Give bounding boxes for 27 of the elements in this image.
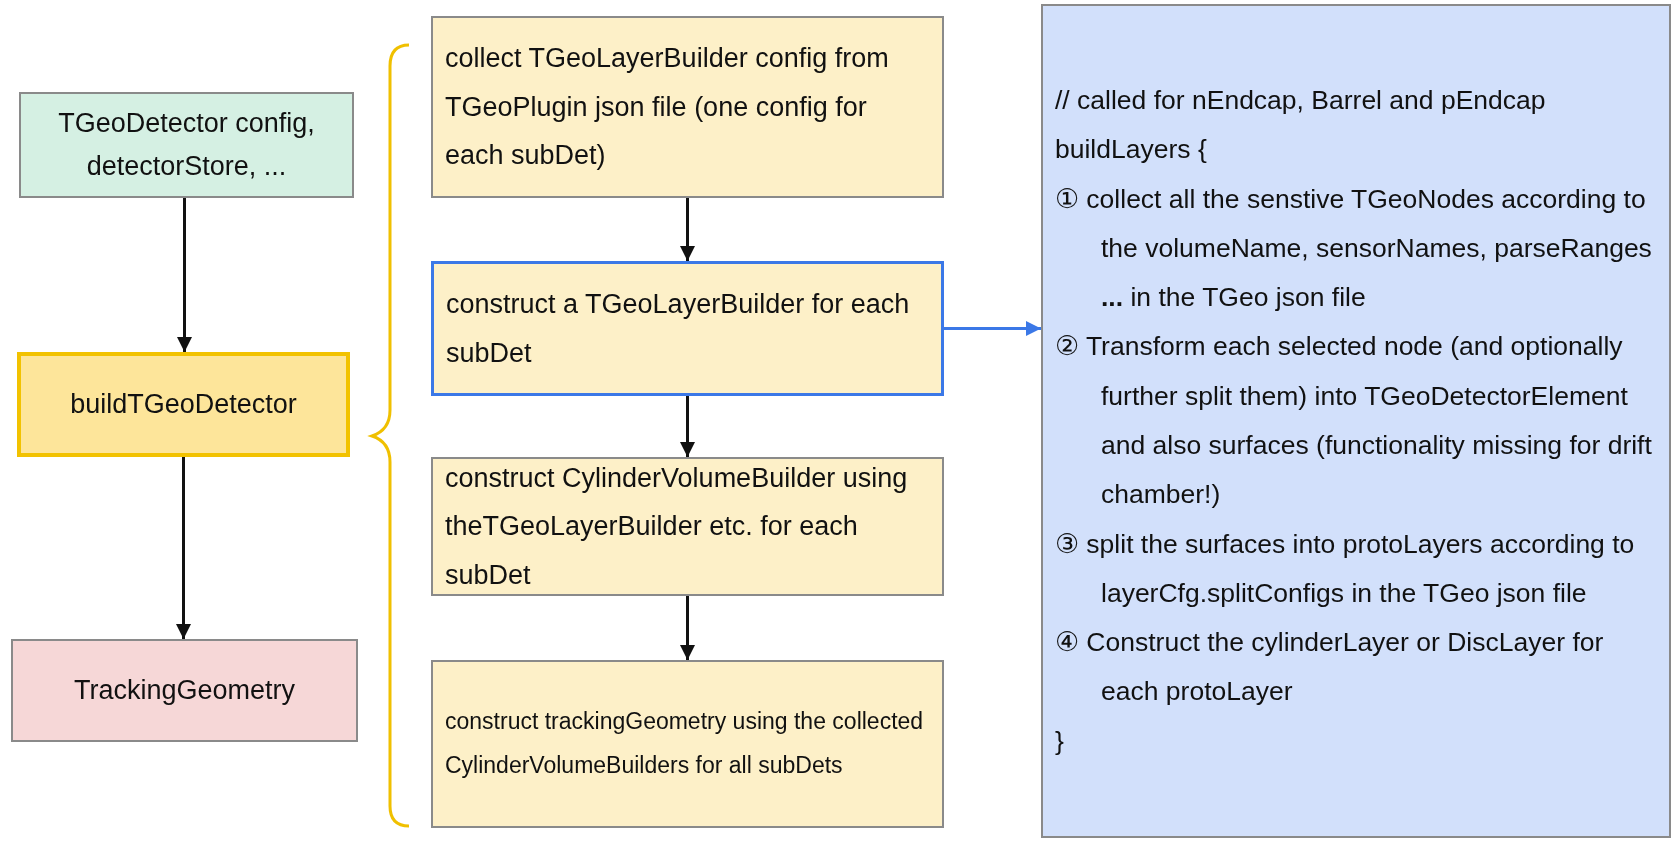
arrow <box>680 198 695 261</box>
box-text: construct a TGeoLayerBuilder for each subDet <box>446 287 911 370</box>
box-text: TGeoDetector config, detectorStore, ... <box>57 106 316 183</box>
list-item: ④ Construct the cylinderLayer or DiscLayer for each protoLayer <box>1055 626 1605 709</box>
arrow <box>680 596 695 660</box>
box-text: collect TGeoLayerBuilder config from TGeoPlugin json file (one config for each subDet) <box>445 42 890 173</box>
process-box <box>431 660 944 828</box>
code-line: } <box>1055 724 1065 758</box>
code-panel <box>1041 4 1671 838</box>
arrow <box>680 396 695 457</box>
box-text: construct CylinderVolumeBuilder using theTGeoLayerBuilder etc. for each subDet <box>445 461 909 592</box>
box-text: buildTGeoDetector <box>69 387 298 421</box>
box-text: construct trackingGeometry using the collected CylinderVolumeBuilders for all subDets <box>445 707 925 780</box>
input-box <box>19 92 354 198</box>
list-item: ① collect all the senstive TGeoNodes according to the volumeName, sensorNames, parseRanges ... in the TGeo json file <box>1055 182 1653 315</box>
arrow <box>944 321 1041 336</box>
list-item: ③ split the surfaces into protoLayers according to layerCfg.splitConfigs in the TGeo json file <box>1055 527 1636 610</box>
code-line: buildLayers { <box>1055 133 1208 167</box>
list-item: ② Transform each selected node (and optionally further split them) into TGeoDetectorElement and also surfaces (functionality missing for drift chamber!) <box>1055 330 1653 512</box>
box-text: TrackingGeometry <box>72 673 297 707</box>
process-box <box>431 16 944 198</box>
process-box <box>17 352 350 457</box>
arrow <box>176 457 191 639</box>
arrow <box>177 198 192 352</box>
code-comment: // called for nEndcap, Barrel and pEndcap <box>1055 84 1547 118</box>
output-box <box>11 639 358 742</box>
process-box <box>431 261 944 396</box>
